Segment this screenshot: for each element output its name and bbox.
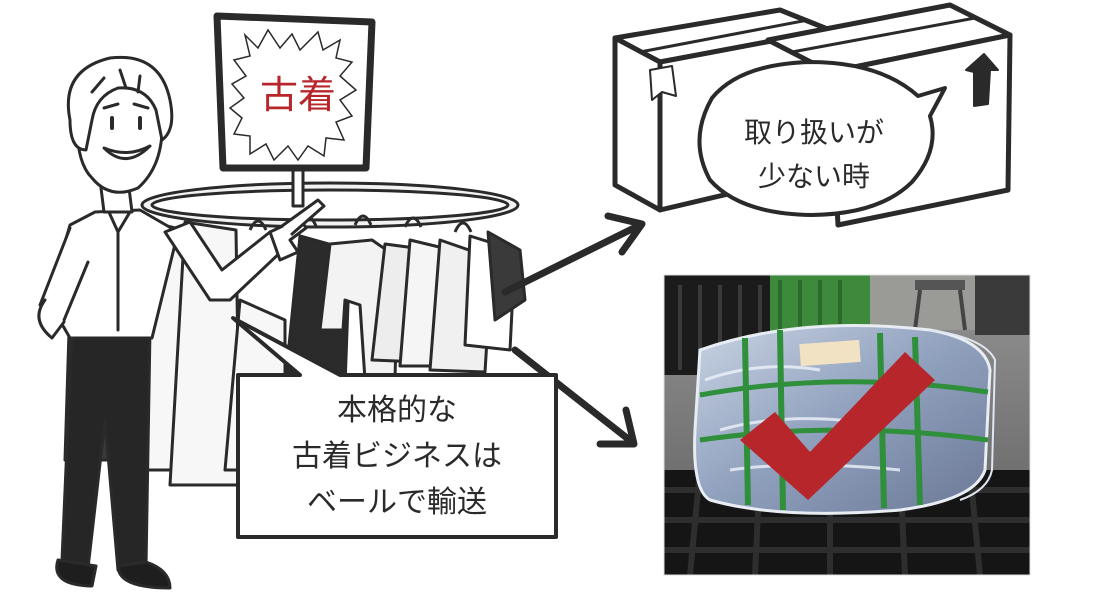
bubble-line-2: 少ない時 — [758, 160, 870, 193]
check-mark-icon — [740, 352, 935, 500]
arrow-to-boxes — [501, 212, 646, 296]
caption-callout: 本格的な 古着ビジネスは ベールで輸送 — [231, 316, 558, 539]
clothing-rack — [63, 168, 527, 487]
sign-text: 古着 — [260, 73, 336, 117]
caption-line-3: ベールで輸送 — [307, 485, 487, 520]
caption-line-2: 古着ビジネスは — [292, 439, 502, 474]
sign-board: 古着 — [213, 12, 376, 172]
bale-photo — [664, 275, 1030, 575]
speech-bubble: 取り扱いが 少ない時 — [697, 60, 947, 217]
caption-line-1: 本格的な — [337, 393, 457, 428]
man-figure — [37, 55, 326, 590]
bubble-line-1: 取り扱いが — [744, 116, 884, 149]
up-arrow-icon — [965, 53, 999, 107]
arrow-to-photo — [511, 346, 638, 448]
photo-frame — [663, 274, 1031, 576]
